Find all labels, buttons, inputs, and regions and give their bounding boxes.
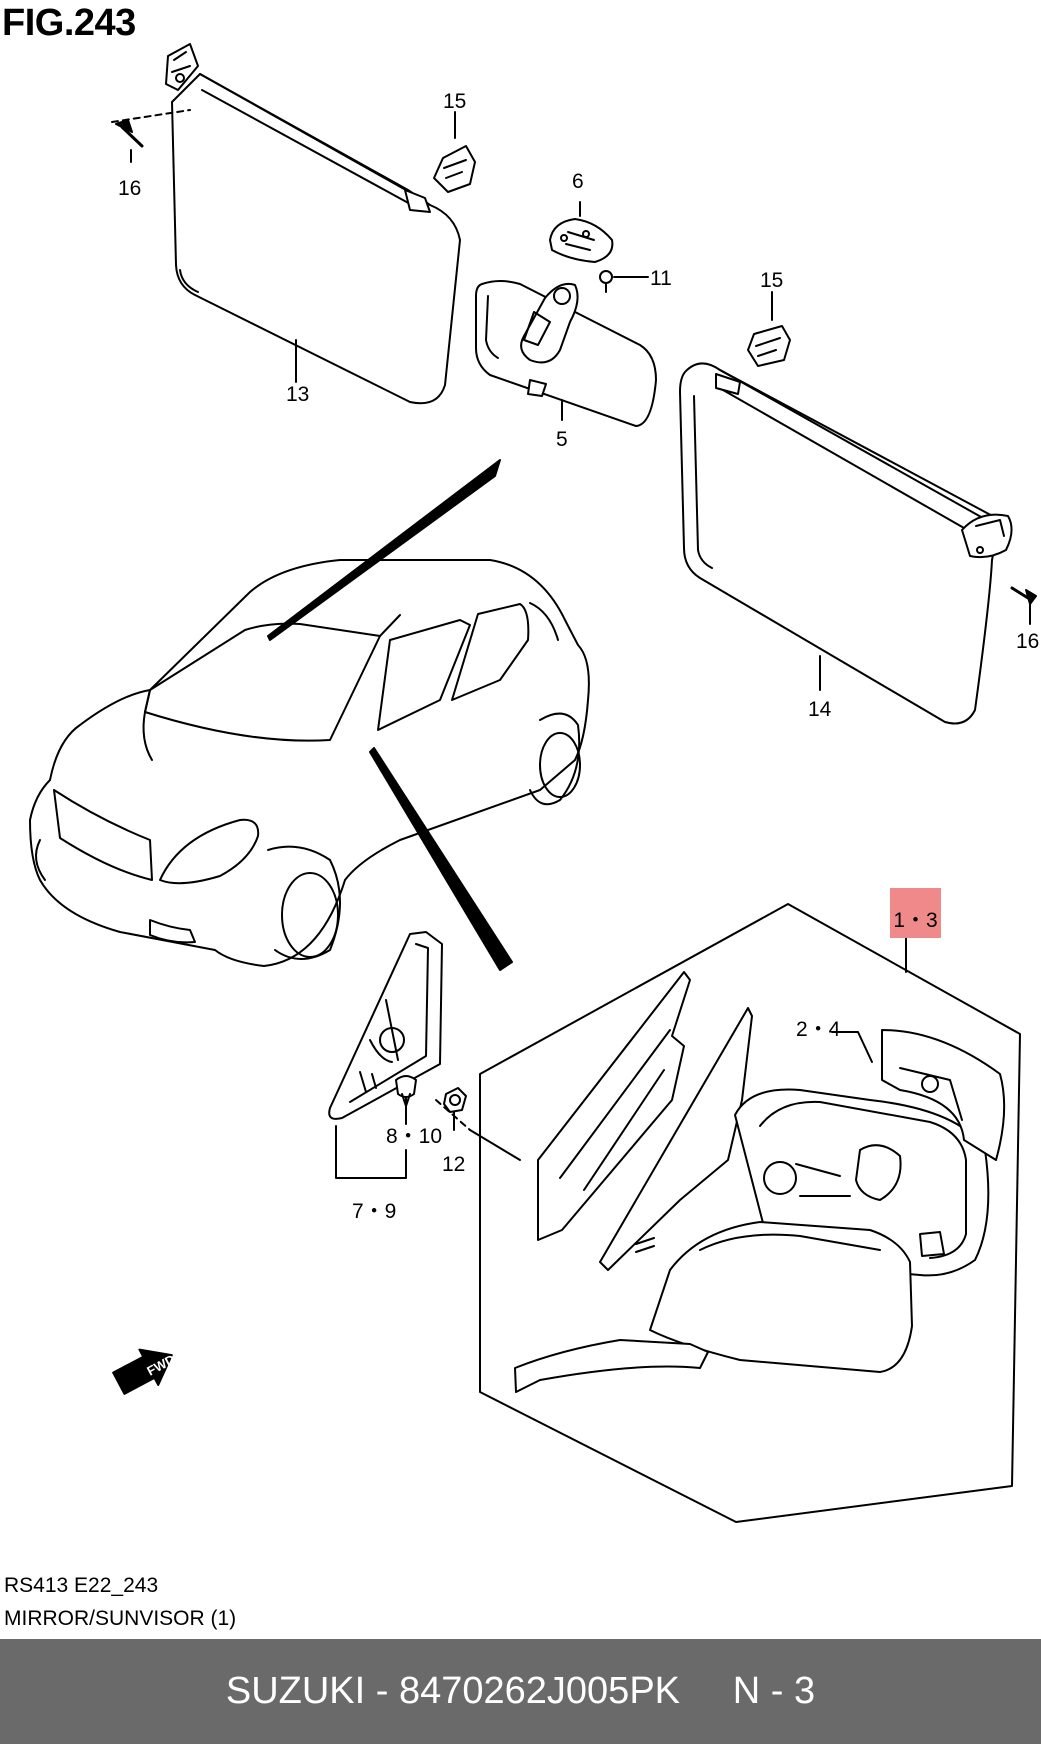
callout-16-right: 16 — [1016, 630, 1039, 653]
footer-bar: SUZUKI - 8470262J005PK N - 3 — [0, 1639, 1041, 1744]
sunvisor-left-part — [165, 43, 461, 405]
parts-diagram: FWD 16 15 6 11 15 13 5 16 14 2・4 8・10 12… — [29, 43, 1039, 1523]
nut-12 — [443, 1087, 467, 1113]
callout-8-10: 8・10 — [386, 1125, 442, 1148]
clip-15-left — [433, 111, 476, 193]
callout-5: 5 — [556, 428, 568, 451]
screw-16-right — [1010, 586, 1037, 625]
callout-7-9: 7・9 — [352, 1200, 396, 1223]
callout-2-4: 2・4 — [796, 1018, 841, 1041]
callout-15-right: 15 — [760, 269, 783, 292]
fwd-arrow-icon — [112, 1348, 173, 1395]
sunvisor-right-part — [679, 362, 1013, 725]
highlight-box — [890, 888, 941, 938]
callout-15-left: 15 — [443, 90, 466, 113]
cover-6 — [549, 201, 614, 263]
car-outline — [29, 559, 590, 967]
clip-8-10 — [395, 1075, 417, 1107]
pointer-wedge-lower — [369, 747, 513, 971]
footer-text: SUZUKI - 8470262J005PK N - 3 — [225, 1670, 816, 1712]
callout-6: 6 — [572, 170, 584, 193]
screw-11 — [599, 270, 649, 293]
mirror-garnish-7-9 — [328, 931, 443, 1120]
callout-13: 13 — [286, 383, 309, 406]
figure-title: FIG.243 — [2, 2, 136, 44]
pointer-wedge-upper — [267, 459, 501, 641]
caption-model: RS413 E22_243 — [4, 1574, 159, 1597]
rear-view-mirror-5 — [475, 280, 657, 427]
callout-1-3: 1・3 — [893, 909, 938, 932]
callout-16-left: 16 — [118, 177, 141, 200]
callout-14: 14 — [808, 698, 832, 721]
callout-12: 12 — [442, 1153, 465, 1176]
assembly-box — [479, 903, 1021, 1523]
caption-section: MIRROR/SUNVISOR (1) — [4, 1607, 237, 1630]
screw-16-left — [111, 109, 191, 163]
clip-15-right — [747, 291, 791, 367]
callout-11: 11 — [650, 267, 672, 290]
outside-mirror-assembly — [514, 971, 1006, 1393]
